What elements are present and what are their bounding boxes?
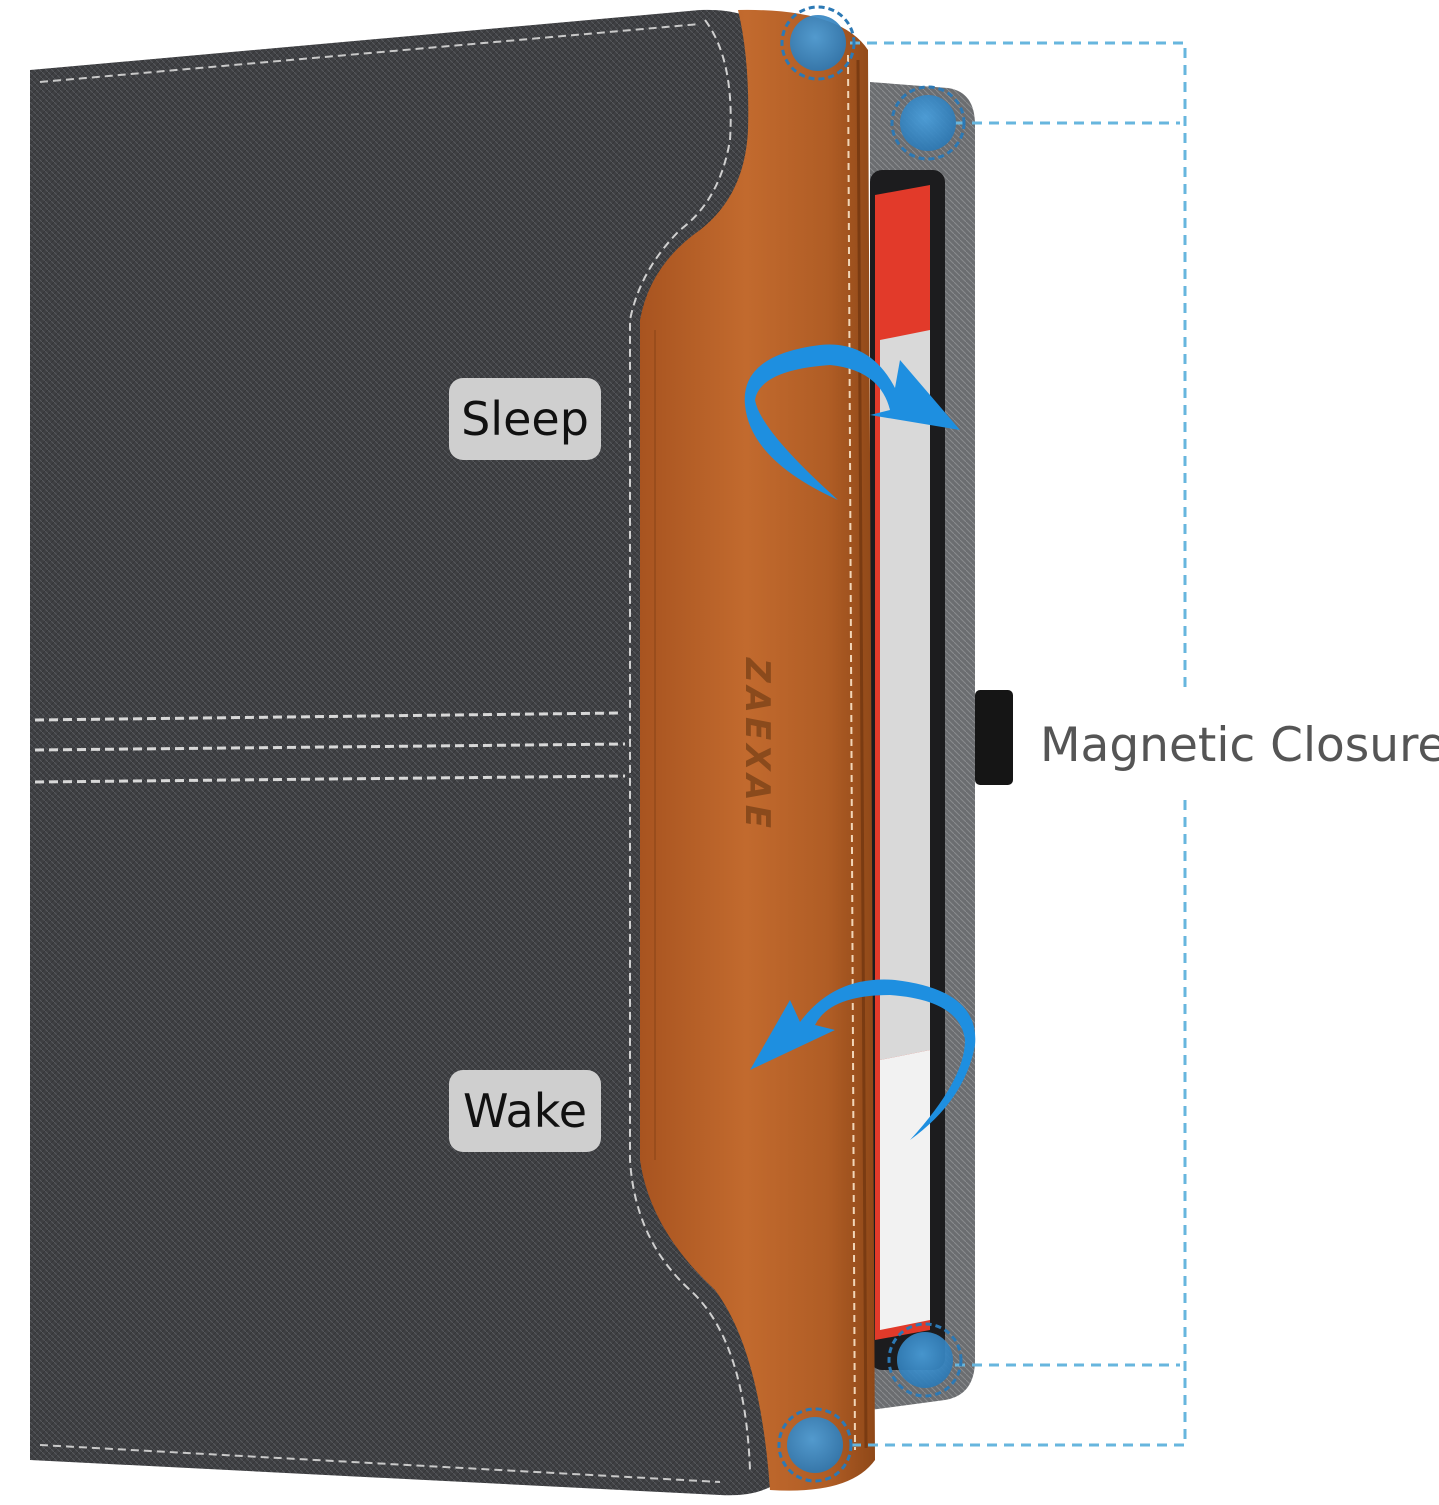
magnetic-closure-label: Magnetic Closure xyxy=(1040,710,1439,780)
brand-logo: ZAEXAE xyxy=(737,658,777,832)
wake-label: Wake xyxy=(449,1070,601,1152)
tablet-shell xyxy=(870,82,1013,1410)
curved-arrow-close-icon xyxy=(750,979,976,1140)
curved-arrow-open-icon xyxy=(744,344,960,500)
closure-callout-lines xyxy=(845,41,1187,1447)
leather-strap xyxy=(640,9,875,1491)
magnet-icon xyxy=(777,5,966,1483)
sleep-label: Sleep xyxy=(449,378,601,460)
